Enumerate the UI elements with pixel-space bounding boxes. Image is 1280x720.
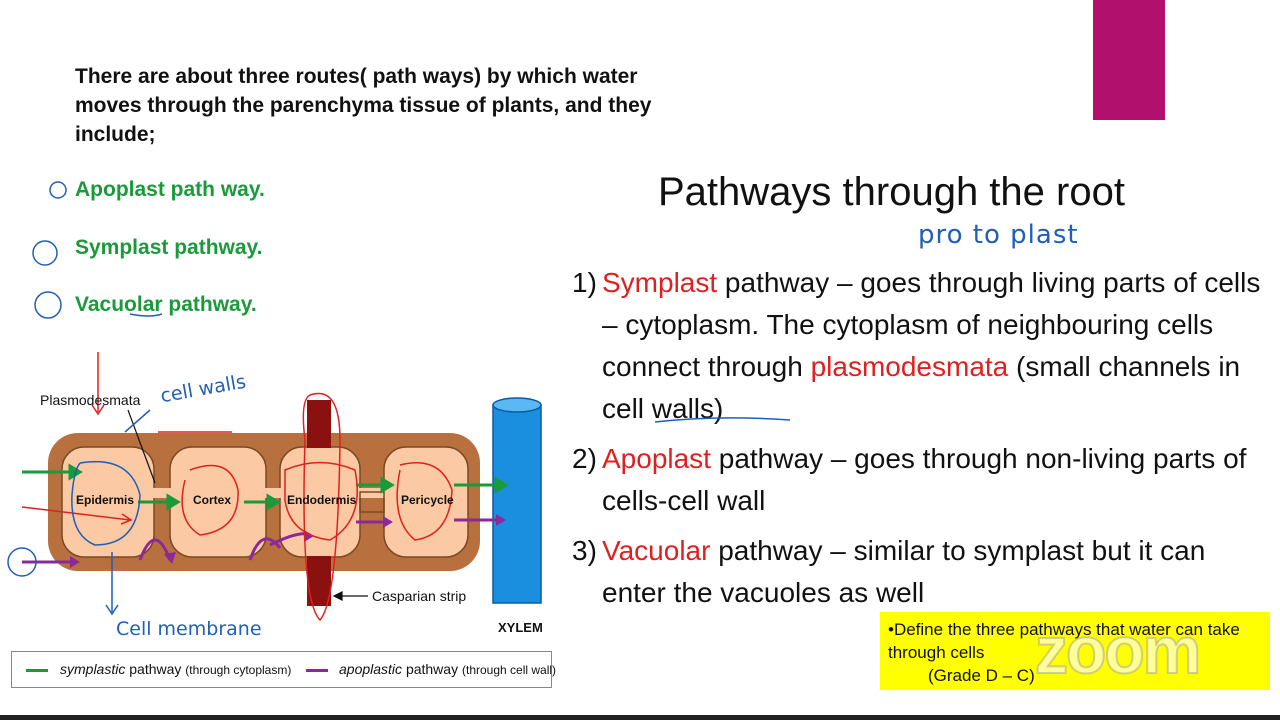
legend-apoplastic-swatch: [306, 669, 328, 672]
handwritten-blue-marks: [7, 181, 791, 616]
bottom-border: [0, 715, 1280, 720]
xylem-vessel: [492, 404, 542, 604]
route-symplast: Symplast pathway.: [75, 236, 263, 259]
plasmodesma-channel: [262, 488, 284, 498]
item-text-end: (small channels in cell walls): [602, 351, 1241, 424]
item-term: Vacuolar: [602, 535, 711, 566]
plasmodesma-channel: [356, 488, 388, 498]
symplastic-arrows: [22, 463, 509, 511]
handwritten-red-marks: [21, 352, 453, 622]
pathway-item-vacuolar: 3)Vacuolar pathway – similar to symplast…: [572, 530, 1262, 614]
item-term: Symplast: [602, 267, 718, 298]
route-vacuolar: Vacuolar pathway.: [75, 293, 257, 316]
magenta-block: [1093, 0, 1165, 120]
label-plasmodesmata: Plasmodesmata: [40, 392, 141, 408]
casparian-strip-top: [307, 400, 331, 448]
label-pointers: [127, 409, 368, 601]
item-term: Apoplast: [602, 443, 711, 474]
diagram-legend: symplastic pathway (through cytoplasm) a…: [11, 651, 556, 688]
label-pericycle: Pericycle: [401, 493, 454, 507]
item-number: 2): [572, 443, 597, 474]
item-number: 1): [572, 267, 597, 298]
intro-text: There are about three routes( path ways)…: [75, 65, 652, 146]
handwritten-cell-membrane: Cell membrane: [116, 618, 262, 640]
label-endodermis: Endodermis: [287, 493, 357, 507]
label-cortex: Cortex: [193, 493, 232, 507]
legend-symplastic-label: symplastic pathway (through cytoplasm): [60, 661, 292, 677]
item-text: pathway – goes through non-living parts …: [602, 443, 1247, 516]
objective-text: •Define the three pathways that water ca…: [888, 620, 1240, 662]
label-epidermis: Epidermis: [76, 493, 135, 507]
plasmodesma-channel: [150, 488, 174, 498]
slide-heading: Pathways through the root: [658, 170, 1125, 214]
pathway-list: 1)Symplast pathway – goes through living…: [572, 262, 1262, 622]
item-text: pathway – similar to symplast but it can…: [602, 535, 1206, 608]
item-term-plasmodesmata: plasmodesmata: [810, 351, 1009, 382]
label-xylem: XYLEM: [498, 620, 543, 635]
pathway-item-symplast: 1)Symplast pathway – goes through living…: [572, 262, 1262, 430]
pathway-item-apoplast: 2)Apoplast pathway – goes through non-li…: [572, 438, 1262, 522]
objective-grade: (Grade D – C): [928, 666, 1035, 685]
apoplastic-arrows: [22, 518, 498, 564]
handwritten-protoplast: pro to plast: [918, 220, 1079, 250]
route-apoplast: Apoplast path way.: [75, 178, 265, 201]
xylem-top: [492, 397, 542, 413]
apoplastic-arrowheads: [70, 514, 506, 568]
item-number: 3): [572, 535, 597, 566]
item-text: pathway – goes through living parts of c…: [602, 267, 1261, 382]
objective-box: •Define the three pathways that water ca…: [880, 612, 1270, 690]
legend-symplastic-swatch: [26, 669, 48, 672]
casparian-box: [359, 491, 385, 513]
label-casparian-strip: Casparian strip: [372, 588, 467, 604]
legend-apoplastic-label: apoplastic pathway (through cell wall): [339, 661, 557, 677]
